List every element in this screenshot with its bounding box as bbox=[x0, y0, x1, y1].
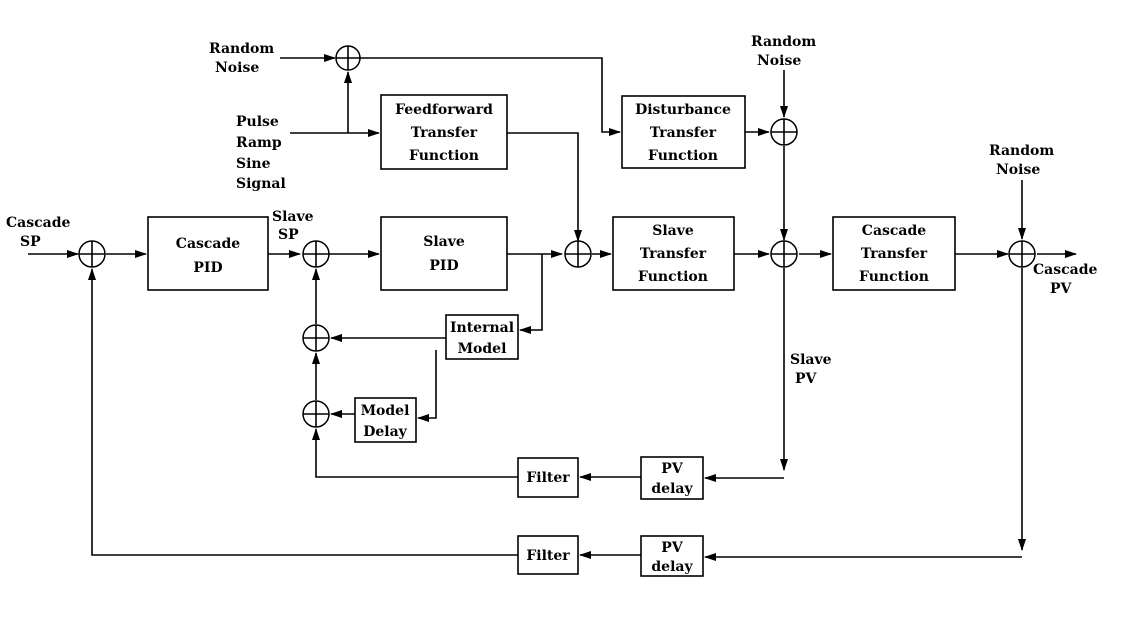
block-text: Slave bbox=[652, 223, 694, 239]
block-text: delay bbox=[651, 559, 693, 575]
block-text: Cascade bbox=[862, 223, 926, 239]
summing-junction-cascade-output bbox=[1008, 240, 1036, 268]
block-text: Internal bbox=[450, 320, 514, 336]
block-text: Disturbance bbox=[635, 102, 731, 118]
block-text: Transfer bbox=[861, 246, 928, 262]
summing-junction-slave-sp bbox=[302, 240, 330, 268]
block-text: Transfer bbox=[640, 246, 707, 262]
block-text: Function bbox=[409, 148, 479, 164]
filter-cascade-block: Filter bbox=[517, 535, 579, 575]
pv-delay-cascade-block: PV delay bbox=[640, 535, 704, 577]
wire-sum-to-disturbance bbox=[360, 57, 621, 136]
block-text: PID bbox=[193, 260, 222, 276]
block-text: PV bbox=[661, 461, 684, 477]
summing-junctions bbox=[78, 45, 1036, 428]
block-text: Cascade bbox=[176, 236, 240, 252]
summing-junction-model-delay bbox=[302, 400, 330, 428]
block-text: PV bbox=[661, 540, 684, 556]
summing-junction-top bbox=[335, 45, 361, 71]
block-text: Model bbox=[458, 341, 507, 357]
block-text: Function bbox=[638, 269, 708, 285]
summing-junction-main bbox=[78, 240, 106, 268]
block-text: Transfer bbox=[411, 125, 478, 141]
summing-junction-feedforward bbox=[564, 240, 592, 268]
pv-delay-slave-block: PV delay bbox=[640, 456, 704, 500]
summing-junction-slave-output bbox=[770, 240, 798, 268]
summing-junction-disturbance bbox=[770, 118, 798, 146]
block-text: Model bbox=[361, 403, 410, 419]
wire-filter-to-main-sum bbox=[88, 268, 518, 556]
block-text: Transfer bbox=[650, 125, 717, 141]
block-text: Filter bbox=[526, 548, 570, 564]
filter-slave-block: Filter bbox=[517, 457, 579, 498]
block-text: Function bbox=[859, 269, 929, 285]
block-text: Function bbox=[648, 148, 718, 164]
wire-filter-to-lower-sum bbox=[312, 428, 518, 478]
signal-wires bbox=[28, 54, 1077, 561]
summing-junction-internal-model bbox=[302, 324, 330, 352]
wire-slave-pid-to-internal-model bbox=[519, 254, 543, 334]
block-text: Feedforward bbox=[395, 102, 493, 118]
block-text: PID bbox=[429, 258, 458, 274]
svg-text:Filter: Filter bbox=[526, 470, 570, 486]
block-text: Delay bbox=[363, 424, 407, 440]
block-text: delay bbox=[651, 481, 693, 497]
wire-feedforward-to-sum bbox=[507, 132, 582, 242]
block-text: Filter bbox=[526, 470, 570, 486]
block-text: Slave bbox=[423, 234, 465, 250]
svg-text:Filter: Filter bbox=[526, 548, 570, 564]
wire-internal-model-to-delay bbox=[417, 350, 437, 422]
